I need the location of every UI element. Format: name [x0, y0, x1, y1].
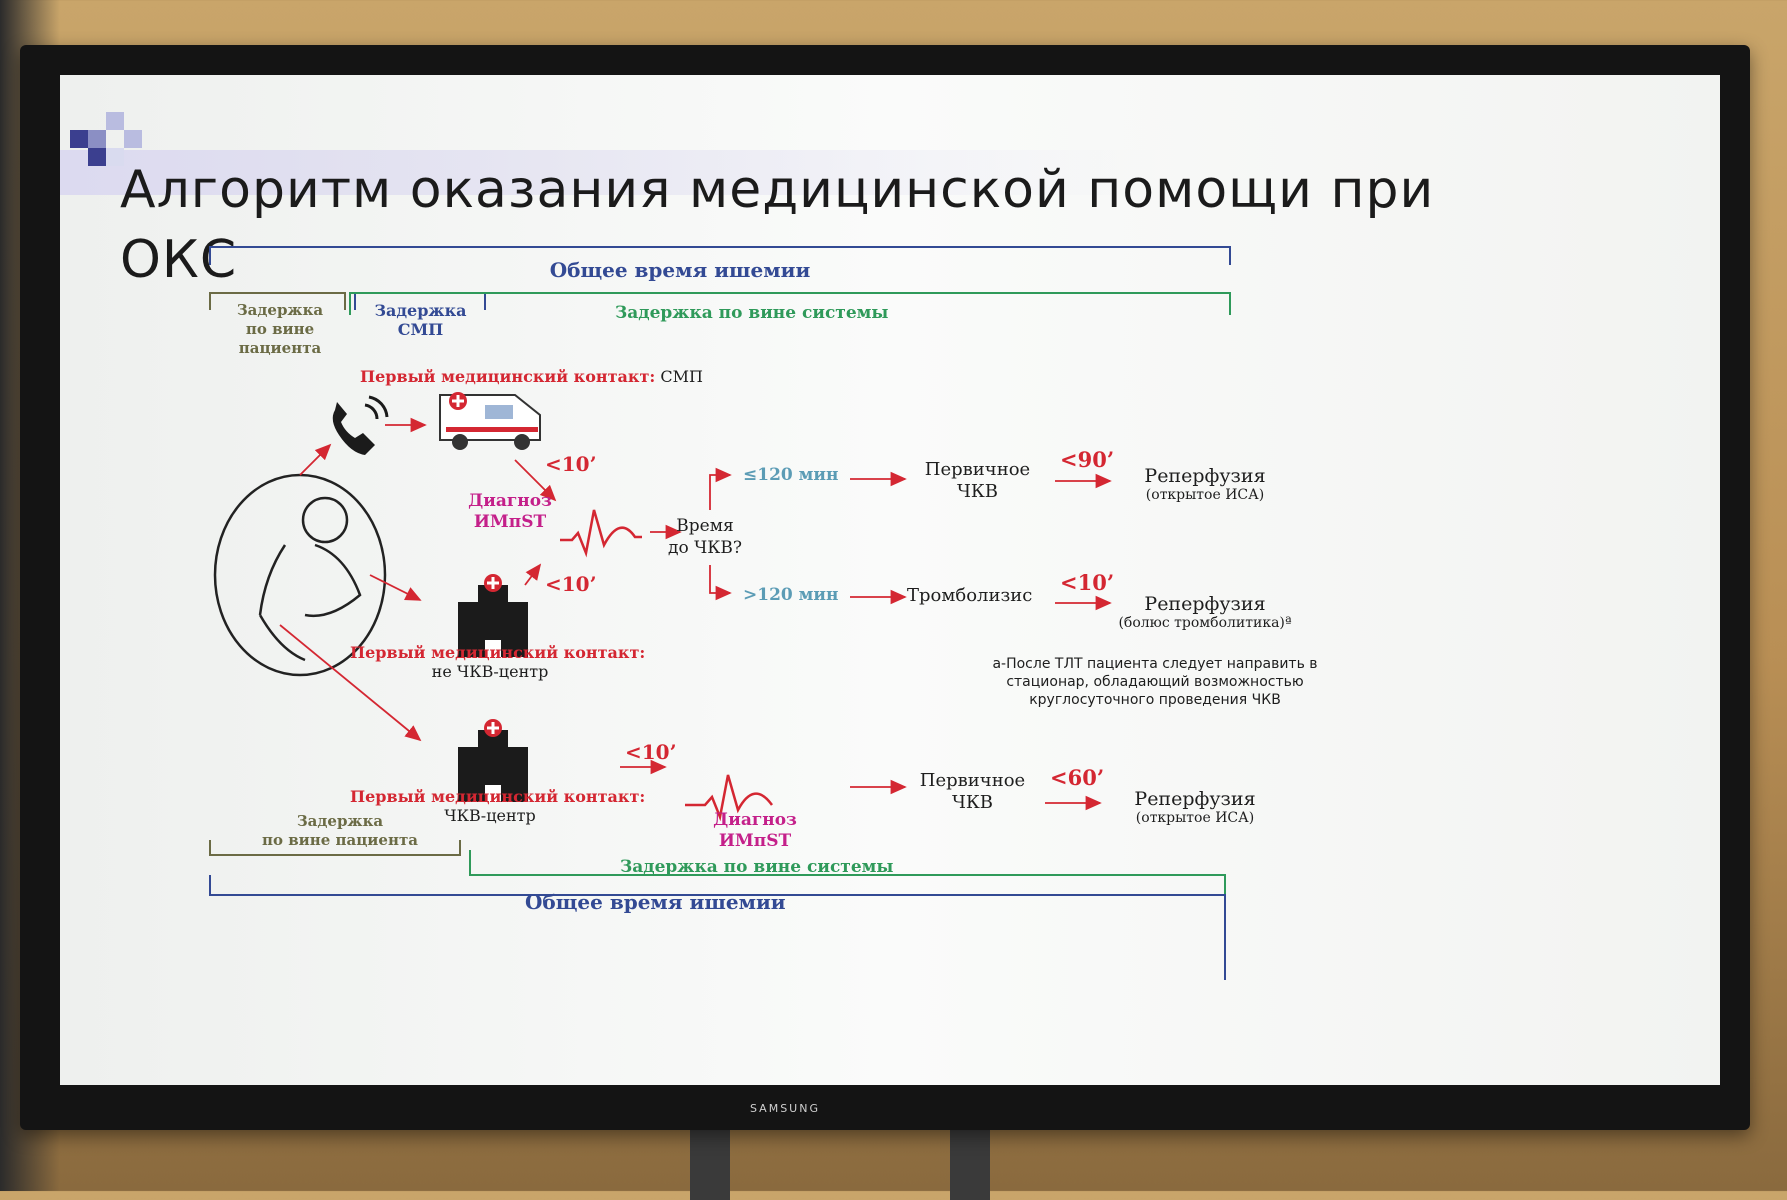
system-bracket-top	[349, 292, 1231, 315]
ecg-icon	[560, 509, 642, 558]
tv-brand-logo: SAMSUNG	[750, 1102, 820, 1115]
deco-square	[70, 130, 88, 148]
system-delay-bottom: Задержка по вине системы	[620, 857, 894, 877]
ecg-icon	[685, 774, 774, 822]
slide: Алгоритм оказания медицинской помощи при…	[60, 75, 1720, 1085]
ems-contact: Первый медицинский контакт: СМП	[360, 367, 703, 386]
branch-gt-120: >120 мин	[743, 585, 839, 605]
reperfusion-open-ira: Реперфузия (открытое ИСА)	[1144, 465, 1266, 503]
total-ischemia-top: Общее время ишемии	[549, 258, 811, 282]
time-10c: <10’	[1060, 570, 1115, 595]
non-pci-contact: Первый медицинский контакт: не ЧКВ-центр	[350, 643, 646, 681]
deco-square	[106, 112, 124, 130]
hospital-icon	[458, 574, 528, 657]
time-90: <90’	[1060, 447, 1115, 472]
time-10b: <10’	[545, 572, 597, 596]
system-delay-top: Задержка по вине системы	[615, 303, 889, 323]
reperfusion-bolus: Реперфузия (болюс тромболитика)ª	[1118, 593, 1292, 631]
phone-icon	[332, 395, 389, 455]
branch-le-120: ≤120 мин	[743, 465, 839, 485]
patient-bracket-bottom	[209, 840, 461, 856]
flow-diagram	[209, 246, 1231, 980]
pci-contact: Первый медицинский контакт: ЧКВ-центр	[350, 787, 646, 825]
hospital-icon	[458, 719, 528, 802]
flow-arrows	[279, 417, 1112, 811]
slide-title: Алгоритм оказания медицинской помощи при…	[120, 160, 1435, 290]
patient-bracket-top	[209, 292, 346, 310]
deco-square	[106, 148, 124, 166]
reperfusion-open-ira-2: Реперфузия (открытое ИСА)	[1134, 788, 1256, 826]
ambulance-icon	[439, 392, 541, 450]
thrombolysis: Тромболизис	[907, 585, 1033, 606]
total-ischemia-bottom: Общее время ишемии	[525, 890, 786, 914]
deco-square	[124, 130, 142, 148]
deco-square	[88, 148, 106, 166]
deco-square	[88, 130, 106, 148]
time-60: <60’	[1050, 765, 1105, 790]
footnote: а-После ТЛТ пациента следует направить в…	[992, 656, 1318, 708]
total-bracket-bottom	[209, 875, 1226, 980]
time-10a: <10’	[545, 452, 597, 476]
time-10d: <10’	[625, 740, 677, 764]
title-bar	[60, 150, 1160, 195]
total-bracket-top	[209, 246, 1231, 265]
